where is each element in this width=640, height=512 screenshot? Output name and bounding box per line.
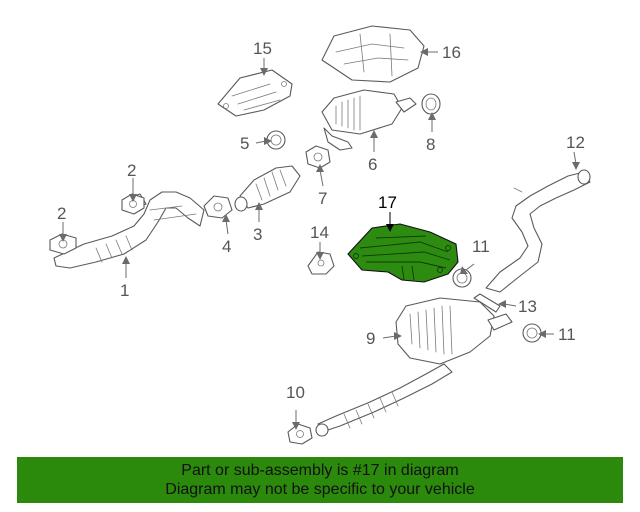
callout-2-left: 2 [57, 204, 66, 223]
part-12-tail-pipe[interactable] [485, 169, 591, 293]
part-9-muffler[interactable] [317, 297, 513, 433]
callout-17: 17 [378, 193, 397, 212]
part-11-gasket-lower[interactable] [522, 323, 542, 343]
callout-12: 12 [566, 133, 585, 152]
callout-8: 8 [426, 135, 435, 154]
callout-1: 1 [120, 281, 129, 300]
callout-3: 3 [253, 225, 262, 244]
callout-10: 10 [286, 383, 305, 402]
callout-7: 7 [318, 189, 327, 208]
part-10-flange-gasket[interactable] [287, 423, 329, 445]
part-15-heat-shield[interactable] [217, 69, 293, 117]
callout-2-upper: 2 [127, 161, 136, 180]
callout-11-lower: 11 [558, 325, 576, 344]
leader-lines [59, 48, 580, 430]
callout-11-upper: 11 [472, 237, 490, 256]
notice-line-1: Part or sub-assembly is #17 in diagram [181, 462, 459, 479]
part-13-insulator[interactable] [473, 293, 501, 313]
exhaust-parts-diagram: 1 2 2 3 4 5 6 7 8 9 10 11 11 12 13 14 15… [49, 25, 591, 445]
diagram-notice-banner: Part or sub-assembly is #17 in diagram D… [17, 457, 623, 503]
callout-13: 13 [518, 297, 537, 316]
part-3-catalytic-converter[interactable] [234, 165, 301, 212]
callout-5: 5 [240, 134, 249, 153]
part-6-resonator[interactable] [321, 89, 417, 151]
part-17-heat-shield-highlighted[interactable] [347, 223, 459, 283]
notice-line-2: Diagram may not be specific to your vehi… [165, 481, 475, 498]
callout-9: 9 [366, 329, 375, 348]
callout-4: 4 [222, 237, 231, 256]
part-7-flange-gasket[interactable] [305, 145, 331, 169]
part-4-flange-gasket[interactable] [203, 195, 233, 219]
part-8-gasket[interactable] [421, 93, 441, 115]
callout-15: 15 [253, 39, 272, 58]
callout-14: 14 [310, 223, 329, 242]
part-16-heat-shield[interactable] [321, 25, 425, 83]
callout-labels: 1 2 2 3 4 5 6 7 8 9 10 11 11 12 13 14 15… [57, 39, 585, 402]
callout-16: 16 [442, 43, 461, 62]
callout-6: 6 [368, 155, 377, 174]
